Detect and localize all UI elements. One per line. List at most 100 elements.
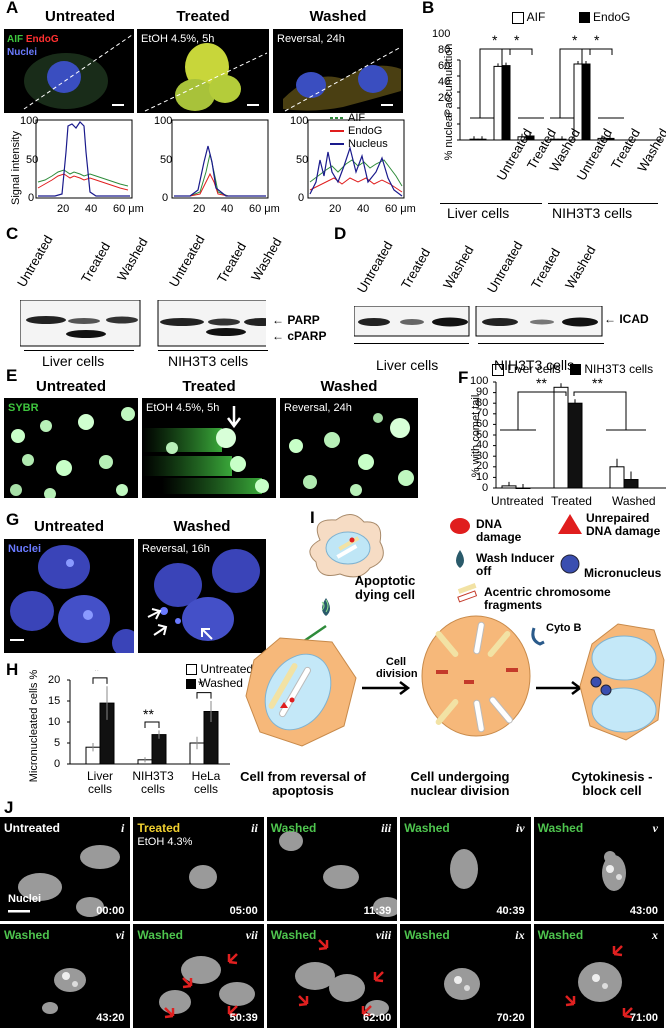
d-lane-4: Treated [528, 245, 564, 292]
j-chromatin-spot [464, 985, 471, 991]
f-legend: Liver cells NIH3T3 cells [492, 362, 653, 376]
b-ytick-60: 60 [438, 60, 451, 72]
j-nucleus [322, 865, 359, 889]
j-nucleus [577, 962, 622, 1002]
a-profile-untreated [35, 119, 133, 199]
j-red-arrow [564, 995, 575, 1007]
i-legend-wash: Wash Inducer off [476, 551, 555, 578]
b-bar-endog [581, 63, 591, 141]
c-lane-5: Washed [248, 235, 285, 284]
c-lane-4: Treated [214, 239, 250, 286]
b-ytick-40: 40 [438, 76, 451, 88]
b-sig-bracket [501, 48, 533, 118]
j-frame-label: Washed [137, 928, 183, 942]
c-group-line-liver [24, 350, 134, 351]
a1-ytick-0: 0 [28, 192, 35, 204]
a-line-profiles [35, 119, 405, 199]
j-frame-label: Washed [537, 821, 584, 835]
b-group-line-liver [440, 203, 542, 204]
h-sig-star: ** [143, 706, 154, 722]
a1-ytick-100: 100 [20, 115, 39, 127]
h-xcat-hela: HeLa cells [191, 769, 221, 796]
a-profile-washed [307, 119, 405, 199]
panel-label-j: J [4, 798, 14, 817]
c-band-parp: ← PARP [272, 313, 320, 327]
e-washed-label: Reversal, 24h [284, 402, 352, 414]
h-ytick-5: 5 [54, 737, 61, 749]
i-legend-acentric: Acentric chromosome fragments [484, 585, 611, 612]
b-legend-swatch-aif [512, 11, 524, 24]
a-profile-treated [171, 119, 269, 199]
c-band-cparp-label: cPARP [287, 329, 327, 343]
j-frame-time: 70:20 [496, 1012, 525, 1024]
a2-xtick-60: 60 μm [249, 203, 280, 215]
c-group-line-nih [158, 350, 268, 351]
e-treated-label: EtOH 4.5%, 5h [146, 402, 220, 414]
j-frame-time: 43:20 [96, 1012, 125, 1024]
i-stage1-label: Cell from reversal of apoptosis [240, 769, 366, 798]
panel-label-d: D [334, 224, 347, 243]
j-frame-time: 50:39 [229, 1012, 258, 1024]
b-sig-star: * [572, 32, 578, 48]
f-ytick-40: 40 [476, 439, 489, 451]
j-nucleus [189, 865, 218, 889]
f-xcat-washed: Washed [612, 494, 656, 508]
j-frame-label: Washed [404, 928, 450, 942]
g-micrograph-washed: Reversal, 16h [138, 539, 266, 653]
panel-label-c: C [6, 224, 19, 243]
j-frame-label: Washed [270, 928, 317, 942]
j-nucleus [80, 845, 120, 869]
b-ytick-20: 20 [438, 92, 451, 104]
f-sig-star-1: ** [536, 375, 547, 391]
j-frame-roman: ix [515, 928, 525, 942]
f-bar-liver [609, 466, 625, 489]
j-chromatin-spot [62, 972, 70, 980]
i-cell-cytokinesis-block [579, 623, 665, 741]
d-band-icad: ← ICAD [604, 312, 649, 326]
h-legend: Untreated Washed [186, 662, 253, 690]
panel-label-f: F [458, 368, 469, 387]
b-sig-bracket [559, 48, 591, 118]
f-sig-bracket-1 [517, 391, 567, 430]
b-sig-star: * [514, 32, 520, 48]
f-sig-star-2: ** [592, 375, 603, 391]
j-frame-roman: vi [115, 928, 125, 942]
a-stain-nuclei: Nuclei [7, 47, 38, 58]
j-nucleus [219, 982, 256, 1006]
e-title-washed: Washed [320, 378, 378, 395]
f-sig-bracket-2 [573, 391, 627, 430]
f-ytick-0: 0 [482, 482, 489, 494]
panel-label-g: G [6, 510, 20, 529]
j-nucleus [372, 897, 398, 917]
a-washed-label: Reversal, 24h [277, 33, 345, 45]
a-micrograph-untreated: AIF EndoG Nuclei [4, 29, 134, 113]
j-chromatin-spot [591, 974, 600, 982]
a-stain-endog: EndoG [25, 34, 59, 45]
j-nucleus [328, 974, 365, 1002]
i-cell-reversal [245, 637, 357, 747]
panel-label-h: H [6, 660, 19, 679]
h-ytick-15: 15 [48, 695, 61, 707]
b-legend-swatch-endog [578, 12, 590, 24]
j-frame-roman: viii [375, 928, 392, 942]
j-nucleus [42, 1002, 58, 1014]
j-chromatin-spot [605, 865, 614, 873]
j-nucleus [181, 956, 222, 984]
j-nucleus [159, 990, 192, 1014]
c-lane-2: Washed [114, 235, 151, 284]
a3-xtick-40: 40 [357, 203, 370, 215]
i-apoptotic-cell [309, 514, 384, 578]
j-frame-label: Washed [404, 821, 450, 835]
h-ytick-20: 20 [48, 674, 61, 686]
h-sig-star: * [94, 670, 100, 678]
b-sig-bracket [581, 48, 613, 118]
f-ytick-30: 30 [476, 450, 489, 462]
a-title-untreated: Untreated [44, 8, 115, 25]
f-bar-nih3t3 [567, 402, 583, 489]
b-ytick-100: 100 [432, 28, 451, 40]
g-washed-label: Reversal, 16h [142, 543, 210, 555]
a2-ytick-50: 50 [160, 154, 173, 166]
